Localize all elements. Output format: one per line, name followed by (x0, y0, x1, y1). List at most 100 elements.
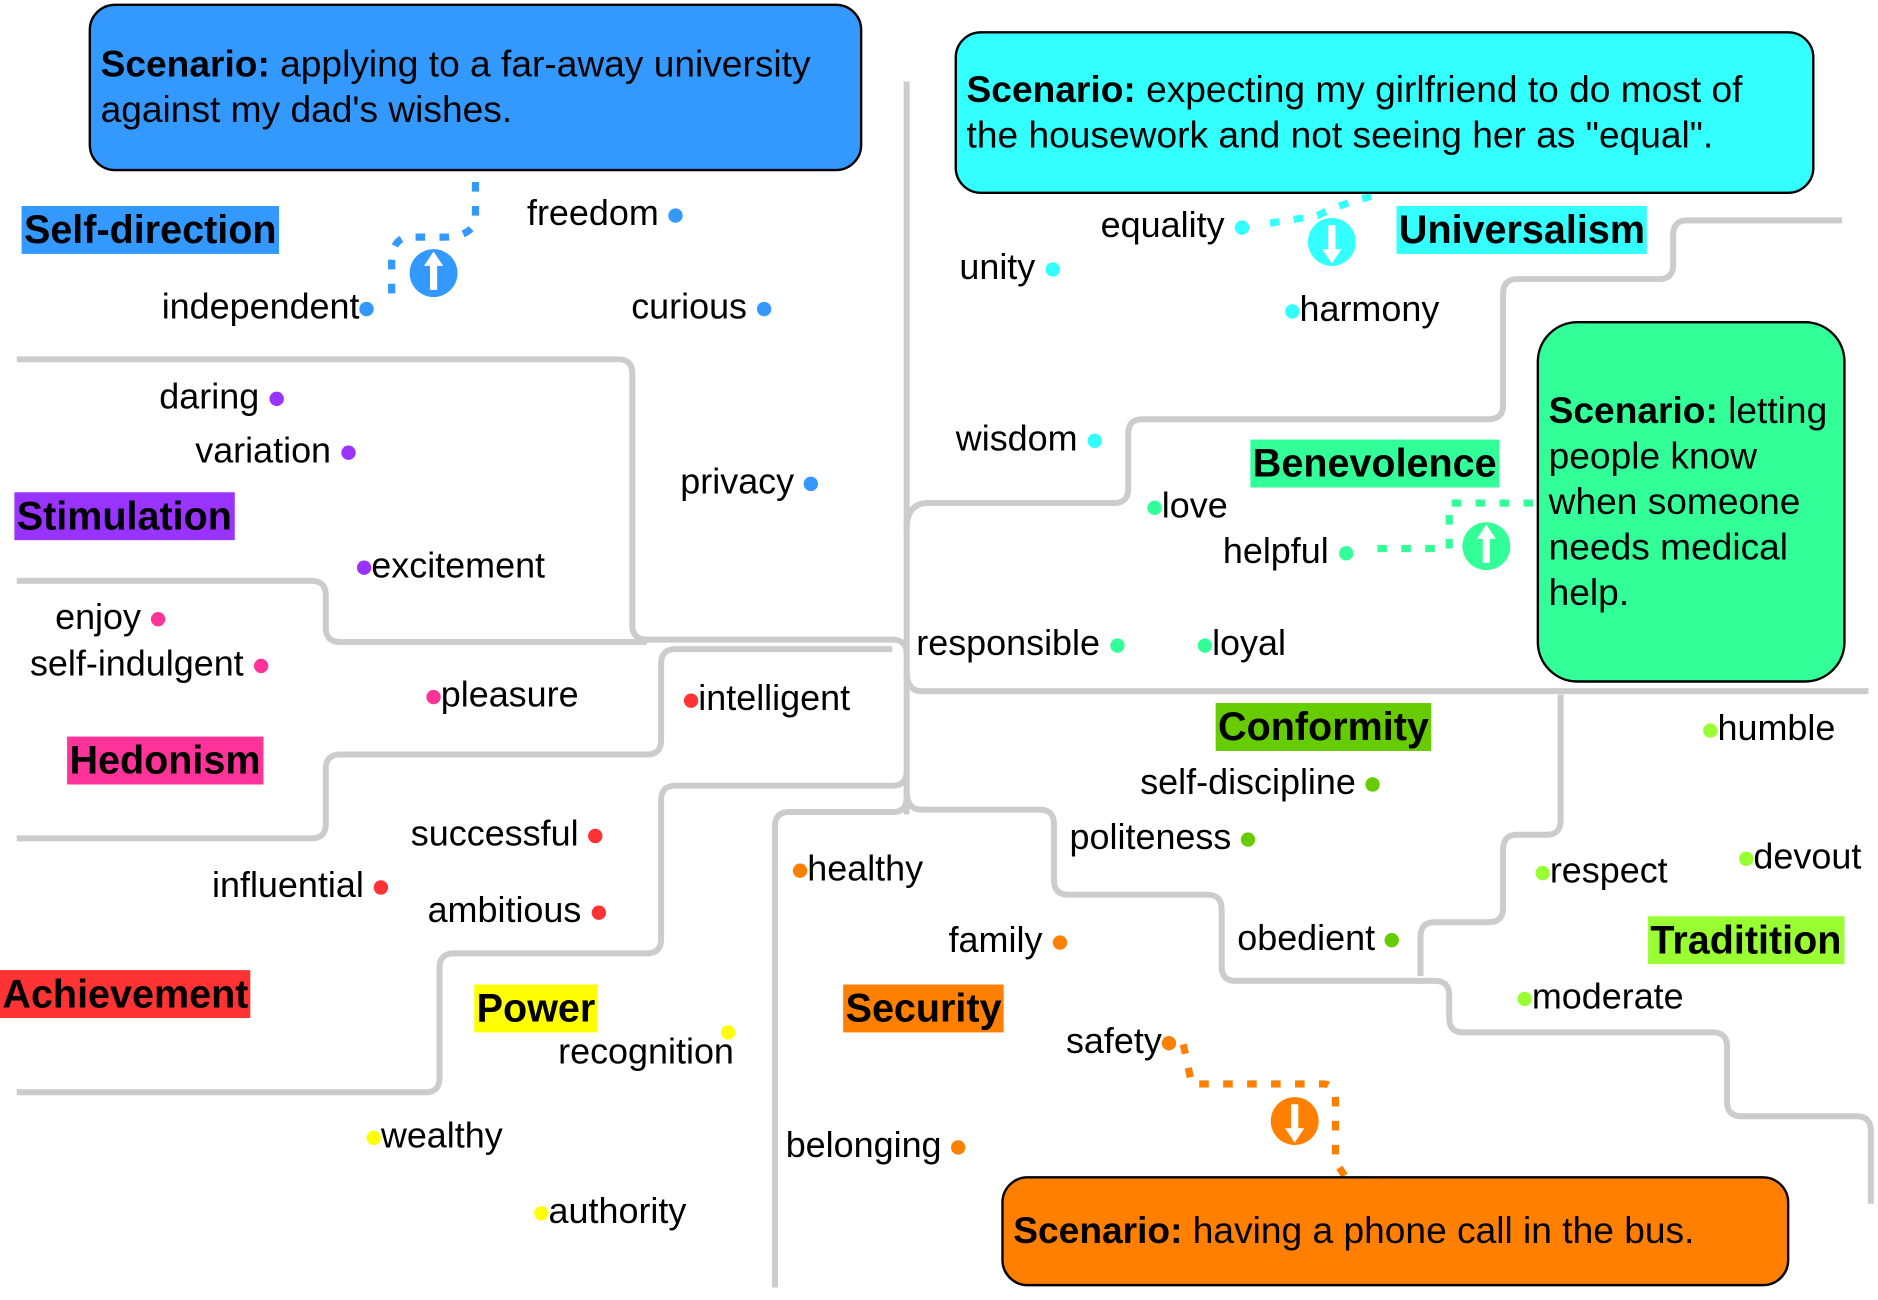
value-word: wealthy (366, 1118, 503, 1155)
value-dot (1703, 723, 1718, 738)
value-word: daring (159, 379, 284, 416)
value-word: authority (534, 1194, 686, 1230)
value-word: harmony (1285, 292, 1439, 328)
value-dot (253, 658, 269, 674)
category-hedonism: Hedonism (67, 736, 263, 785)
value-word: safety (1066, 1023, 1177, 1060)
arrow-icons (409, 217, 1511, 1146)
value-dot (757, 301, 772, 317)
category-benevolence: Benevolence (1250, 439, 1500, 488)
value-word: devout (1739, 839, 1861, 876)
boundary-stimulation-hedonism (16, 577, 647, 645)
value-word: politeness (1070, 820, 1256, 856)
boundary-selfdirection-stimulation (16, 356, 910, 655)
value-word: privacy (680, 464, 819, 501)
value-dot (1045, 262, 1060, 277)
value-dot (269, 391, 284, 407)
value-word: equality (1101, 208, 1249, 244)
boundary-achievement-power (16, 771, 910, 1096)
category-achievement: Achievement (0, 970, 251, 1019)
value-word: love (1147, 488, 1228, 525)
scenario-text: expecting my girlfriend to do most of th… (966, 68, 1743, 156)
value-dot (1535, 866, 1550, 881)
value-dot (366, 1130, 381, 1146)
category-universalism: Universalism (1396, 206, 1648, 255)
scenario-connector-universalism (1257, 192, 1373, 229)
value-dot (683, 693, 699, 708)
value-dot (1517, 991, 1532, 1007)
value-dot (588, 828, 603, 844)
boundary-benevolence-conformity (903, 670, 1869, 695)
value-dot (1241, 832, 1256, 847)
value-dot (792, 863, 808, 879)
category-conformity: Conformity (1215, 703, 1432, 752)
scenario-box-self-direction: Scenario: applying to a far-away univers… (88, 3, 863, 172)
scenario-label: Scenario: (1013, 1209, 1183, 1252)
value-dot (1285, 304, 1300, 319)
category-stimulation: Stimulation (14, 492, 235, 541)
value-word: self-discipline (1140, 765, 1381, 801)
value-word: respect (1535, 853, 1668, 890)
value-dot (1739, 851, 1754, 867)
value-word: unity (959, 250, 1060, 286)
value-word: variation (195, 433, 356, 470)
value-word: curious (631, 289, 772, 326)
value-word: freedom (527, 196, 684, 232)
value-dot (951, 1140, 966, 1155)
scenario-label: Scenario: (100, 43, 270, 86)
boundary-universalism-benevolence (903, 217, 1843, 530)
value-dot (1161, 1036, 1177, 1051)
scenario-text: applying to a far-away university agains… (100, 43, 811, 131)
value-word: helpful (1223, 534, 1354, 570)
value-dot (1110, 638, 1125, 653)
scenario-connector-benevolence (1362, 499, 1534, 553)
value-word: influential (212, 868, 389, 904)
arrow-down-icon (1270, 1097, 1319, 1146)
value-word: enjoy (55, 599, 166, 636)
category-power: Power (474, 984, 598, 1033)
value-dot (341, 445, 356, 461)
value-word: moderate (1517, 979, 1684, 1016)
value-word: successful (411, 816, 603, 853)
value-dot (1338, 546, 1354, 561)
value-dot (1234, 220, 1249, 235)
value-dot (591, 905, 606, 920)
arrow-down-icon (1307, 217, 1356, 266)
boundary-hedonism-achievement (16, 646, 893, 842)
value-dot (359, 301, 374, 317)
scenario-text: having a phone call in the bus. (1182, 1209, 1695, 1252)
category-self-direction: Self-direction (21, 206, 279, 255)
value-word: family (949, 923, 1067, 959)
value-dot (1365, 777, 1381, 792)
value-word: belonging (786, 1128, 966, 1164)
boundary-power-security (771, 797, 910, 1288)
value-word: wisdom (956, 421, 1102, 458)
category-security: Security (843, 984, 1004, 1033)
scenario-box-universalism: Scenario: expecting my girlfriend to do … (954, 31, 1815, 195)
value-word: ambitious (428, 893, 606, 929)
arrow-up-icon (1462, 522, 1511, 571)
value-dot (721, 1025, 736, 1040)
value-word: independent (162, 289, 374, 326)
value-dot (373, 880, 389, 895)
scenario-label: Scenario: (1548, 389, 1718, 432)
value-dot (1147, 500, 1162, 516)
value-word: humble (1703, 711, 1835, 747)
value-word: recognition (558, 1025, 748, 1071)
value-dot (1052, 935, 1067, 950)
value-dot (1197, 638, 1213, 653)
boundary-security-conformity (903, 790, 1874, 1204)
value-dot (534, 1206, 549, 1221)
value-word: self-indulgent (30, 646, 269, 683)
value-word: obedient (1237, 920, 1400, 957)
value-dot (1385, 933, 1400, 948)
value-dot (356, 560, 372, 575)
value-dot (1087, 433, 1102, 449)
scenario-label: Scenario: (966, 68, 1136, 111)
value-dot (426, 689, 441, 705)
value-dot (804, 476, 819, 492)
boundary-conformity-tradition (1417, 694, 1564, 977)
scenario-text: letting people know when someone needs m… (1548, 389, 1828, 613)
